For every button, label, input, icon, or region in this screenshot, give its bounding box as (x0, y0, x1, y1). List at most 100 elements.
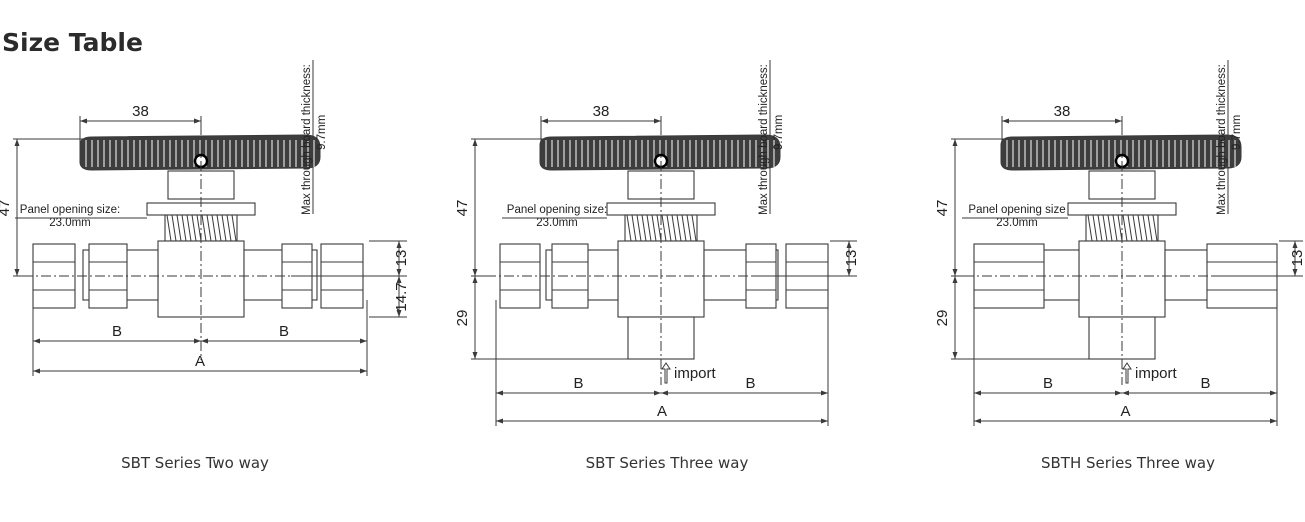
arrowhead (201, 338, 208, 344)
thread-line (676, 214, 682, 242)
dim-height-label: 47 (0, 200, 13, 217)
arrowhead (821, 418, 828, 424)
dim-b-right-label: B (279, 323, 289, 340)
panel-opening-value: 23.0mm (996, 217, 1038, 229)
thread-line (166, 214, 172, 242)
thread-line (1092, 214, 1098, 242)
thread-line (1097, 214, 1103, 242)
dim-b-left-label: B (1043, 375, 1053, 392)
arrowhead (974, 390, 981, 396)
dim-b-right-label: B (1200, 375, 1210, 392)
arrowhead (33, 368, 40, 374)
arrowhead (472, 276, 478, 283)
arrowhead (952, 276, 958, 283)
arrowhead (472, 352, 478, 359)
import-arrow-icon (1122, 362, 1132, 384)
dim-height-label: 47 (934, 200, 951, 217)
arrowhead (472, 269, 478, 276)
thread-line (1107, 214, 1113, 242)
dim-right-bottom-label: 14.7 (393, 282, 410, 311)
arrowhead (194, 118, 201, 124)
arrowhead (654, 390, 661, 396)
dim-b-left-label: B (112, 323, 122, 340)
import-label: import (1135, 365, 1178, 382)
thread-line (176, 214, 182, 242)
arrowhead (396, 276, 402, 283)
max-thickness-label: Max through board thickness: (1216, 64, 1228, 215)
thread-line (651, 214, 657, 242)
arrowhead (952, 352, 958, 359)
thread-line (1112, 214, 1118, 242)
thread-line (191, 214, 197, 242)
arrowhead (1115, 118, 1122, 124)
thread-line (181, 214, 187, 242)
arrowhead (821, 390, 828, 396)
thread-line (631, 214, 637, 242)
arrowhead (1002, 118, 1009, 124)
thread-line (1122, 214, 1128, 242)
thread-line (641, 214, 647, 242)
thread-line (171, 214, 177, 242)
max-thickness-label: Max through board thickness: (758, 64, 770, 215)
dim-handle-width-label: 38 (132, 103, 149, 120)
thread-line (201, 214, 207, 242)
arrowhead (541, 118, 548, 124)
arrowhead (661, 390, 668, 396)
thread-line (196, 214, 202, 242)
arrowhead (472, 139, 478, 146)
thread-line (671, 214, 677, 242)
thread-line (656, 214, 662, 242)
panel-opening-label: Panel opening size: (20, 204, 120, 216)
arrowhead (14, 139, 20, 146)
thread-line (211, 214, 217, 242)
thread-line (221, 214, 227, 242)
thread-line (206, 214, 212, 242)
max-thickness-label: Max through board thickness: (301, 64, 313, 215)
thread-line (691, 214, 697, 242)
dim-height-label: 47 (454, 200, 471, 217)
arrowhead (654, 118, 661, 124)
max-thickness-value: 9.7mm (1231, 115, 1243, 150)
dim-handle-width-label: 38 (593, 103, 610, 120)
arrowhead (1292, 269, 1298, 276)
arrowhead (496, 390, 503, 396)
thread-line (226, 214, 232, 242)
dim-bottom-depth-label: 29 (454, 310, 471, 327)
thread-line (1142, 214, 1148, 242)
dim-a-label: A (657, 403, 667, 420)
caption-sbt-two-way: SBT Series Two way (121, 454, 269, 472)
arrowhead (952, 139, 958, 146)
import-arrow-icon (661, 362, 671, 384)
dim-bottom-depth-label: 29 (934, 310, 951, 327)
thread-line (1117, 214, 1123, 242)
thread-line (1102, 214, 1108, 242)
arrowhead (396, 310, 402, 317)
arrowhead (1270, 418, 1277, 424)
arrowhead (33, 338, 40, 344)
caption-sbth-three-way: SBTH Series Three way (1041, 454, 1215, 472)
thread-line (646, 214, 652, 242)
page-title: Size Table (2, 28, 143, 57)
dim-a-label: A (195, 353, 205, 370)
arrowhead (360, 338, 367, 344)
arrowhead (396, 269, 402, 276)
dim-handle-width-label: 38 (1054, 103, 1071, 120)
thread-line (666, 214, 672, 242)
dim-right-top-label: 13 (1289, 250, 1305, 267)
thread-line (1137, 214, 1143, 242)
thread-line (1127, 214, 1133, 242)
arrowhead (1115, 390, 1122, 396)
arrowhead (1270, 390, 1277, 396)
panel-opening-value: 23.0mm (49, 217, 91, 229)
panel-opening-value: 23.0mm (536, 217, 578, 229)
caption-sbt-three-way: SBT Series Three way (585, 454, 749, 472)
arrowhead (1292, 241, 1298, 248)
thread-line (1132, 214, 1138, 242)
thread-line (216, 214, 222, 242)
thread-line (661, 214, 667, 242)
import-label: import (674, 365, 717, 382)
thread-line (1087, 214, 1093, 242)
dim-right-top-label: 13 (843, 250, 860, 267)
thread-line (686, 214, 692, 242)
arrowhead (846, 241, 852, 248)
